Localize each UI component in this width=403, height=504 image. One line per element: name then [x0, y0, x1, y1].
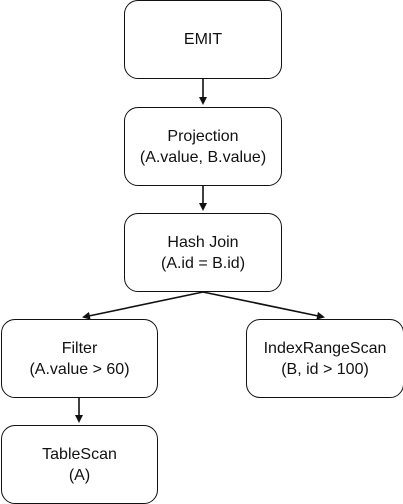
node-filter: Filter (A.value > 60) — [1, 319, 158, 398]
node-projection-title: Projection — [167, 127, 239, 145]
node-table-scan-title: TableScan — [42, 445, 117, 463]
node-projection-detail: (A.value, B.value) — [139, 148, 267, 166]
node-index-range-scan: IndexRangeScan (B, id > 100) — [246, 319, 403, 398]
node-index-range-scan-title: IndexRangeScan — [263, 339, 387, 357]
node-hash-join: Hash Join (A.id = B.id) — [124, 213, 282, 292]
edge-hash-join-to-filter — [82, 291, 204, 320]
node-table-scan: TableScan (A) — [1, 425, 158, 504]
node-index-range-scan-detail: (B, id > 100) — [281, 360, 369, 378]
node-emit-label: EMIT — [183, 31, 223, 48]
node-table-scan-detail: (A) — [68, 466, 91, 484]
node-hash-join-title: Hash Join — [167, 233, 239, 251]
edge-hash-join-to-index-range-scan — [202, 291, 325, 320]
node-hash-join-detail: (A.id = B.id) — [160, 254, 246, 272]
node-filter-detail: (A.value > 60) — [29, 360, 130, 378]
node-projection: Projection (A.value, B.value) — [124, 107, 282, 186]
node-emit: EMIT — [124, 0, 282, 79]
node-filter-title: Filter — [61, 339, 98, 357]
